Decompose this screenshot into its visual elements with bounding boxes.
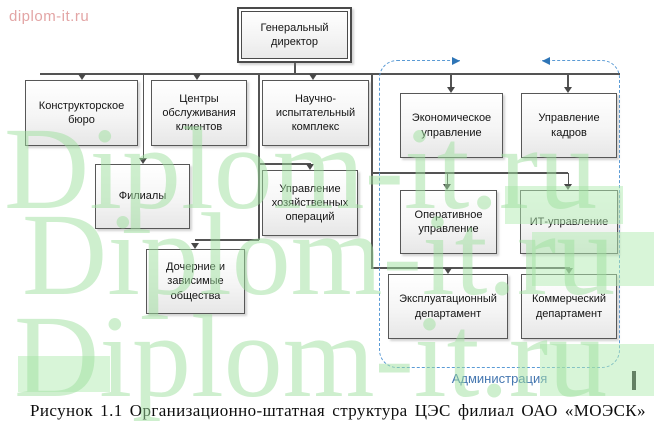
org-node-director: Генеральный директор — [237, 7, 352, 63]
connector-line — [567, 74, 569, 88]
connector-main-rail — [40, 73, 620, 75]
connector-director-stem — [294, 62, 296, 74]
org-node-label: Центры обслуживания клиентов — [162, 92, 236, 134]
figure-caption: Рисунок 1.1 Организационно-штатная струк… — [30, 401, 646, 420]
org-node-hr: Управление кадров — [521, 93, 617, 158]
org-node-label: Конструкторское бюро — [38, 99, 125, 126]
org-node-label: Управление хозяйственных операций — [271, 182, 349, 224]
org-node-household-ops: Управление хозяйственных операций — [262, 170, 358, 236]
connector-line — [450, 74, 452, 88]
org-node-label: Дочерние и зависимые общества — [166, 261, 225, 302]
org-node-label: ИТ-управление — [529, 215, 609, 228]
dash-gap — [460, 54, 540, 65]
org-node-label: Коммерческий департамент — [531, 293, 607, 320]
org-node-exploitation: Эксплуатационный департамент — [388, 274, 508, 339]
arrow-down-icon — [77, 74, 86, 80]
arrow-down-icon — [446, 87, 455, 93]
org-node-client-centers: Центры обслуживания клиентов — [151, 80, 247, 146]
arrow-down-icon — [563, 87, 572, 93]
arrow-down-icon — [443, 268, 452, 274]
org-node-label: Генеральный директор — [260, 21, 329, 48]
text-cursor — [632, 371, 636, 390]
org-node-subsidiaries: Дочерние и зависимые общества — [146, 249, 245, 314]
org-node-label: Эксплуатационный департамент — [399, 293, 497, 320]
org-node-director-frame: Генеральный директор — [241, 11, 348, 59]
arrow-down-icon — [442, 184, 451, 190]
org-node-label: Управление кадров — [538, 112, 600, 139]
connector-line — [446, 173, 448, 185]
connector-line — [371, 172, 568, 174]
arrow-down-icon — [191, 243, 199, 249]
site-link[interactable]: diplom-it.ru — [9, 8, 90, 25]
connector-line — [371, 74, 373, 268]
connector-line — [258, 163, 311, 165]
org-node-label: Научно-испытательный комплекс — [275, 92, 356, 134]
org-node-branches: Филиалы — [95, 164, 190, 229]
connector-line — [142, 74, 144, 159]
org-node-label: Оперативное управление — [414, 208, 483, 235]
administration-group-label: Администрация — [451, 371, 548, 386]
flow-arrow-right-icon — [452, 56, 460, 65]
org-node-commercial: Коммерческий департамент — [521, 274, 617, 339]
flow-arrow-left-icon — [542, 56, 550, 65]
watermark-highlight — [18, 356, 110, 392]
arrow-down-icon — [305, 164, 314, 170]
arrow-down-icon — [192, 74, 201, 80]
org-node-research-complex: Научно-испытательный комплекс — [262, 80, 369, 146]
org-node-label: Экономическое управление — [411, 112, 492, 139]
arrow-down-icon — [308, 74, 317, 80]
connector-line — [258, 74, 260, 240]
connector-line — [567, 173, 569, 185]
org-node-label: Филиалы — [118, 190, 167, 203]
connector-line — [195, 239, 259, 241]
org-node-design-bureau: Конструкторское бюро — [25, 80, 138, 146]
connector-line — [371, 267, 570, 269]
arrow-down-icon — [139, 158, 147, 164]
org-node-operational: Оперативное управление — [400, 190, 497, 254]
org-node-it: ИТ-управление — [520, 190, 618, 254]
org-node-economic: Экономическое управление — [400, 93, 503, 158]
